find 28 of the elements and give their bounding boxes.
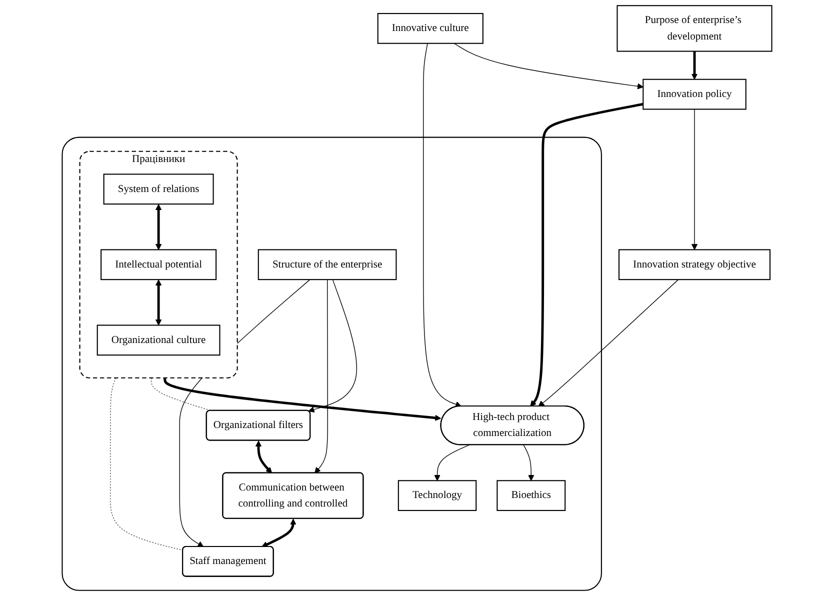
node-box: Organizational culture xyxy=(96,324,220,356)
connector xyxy=(150,378,210,411)
arrow xyxy=(262,518,296,548)
arrow xyxy=(530,102,644,407)
arrow xyxy=(434,444,470,481)
arrow xyxy=(423,43,462,408)
node-box: Structure of the enterprise xyxy=(258,249,397,280)
node-box: System of relations xyxy=(103,174,214,205)
arrow xyxy=(164,378,442,421)
node-box: Technology xyxy=(398,480,477,511)
arrow xyxy=(454,43,644,90)
arrow xyxy=(691,51,698,80)
arrow xyxy=(155,204,162,250)
arrow xyxy=(155,280,162,326)
arrow xyxy=(523,444,534,481)
node-box: Innovation strategy objective xyxy=(618,249,771,280)
arrow xyxy=(314,279,328,474)
arrow xyxy=(538,279,679,407)
cluster xyxy=(62,136,602,591)
node-box: Innovation policy xyxy=(642,78,746,110)
node-box: Purpose of enterprise’s development xyxy=(616,5,772,52)
node-box: Intellectual potential xyxy=(100,249,217,280)
connector xyxy=(110,378,183,551)
arrow xyxy=(691,108,698,250)
node-box: Innovative culture xyxy=(377,13,484,44)
arrow xyxy=(308,279,357,413)
arrow xyxy=(255,440,272,474)
node-box: Bioethics xyxy=(496,480,566,511)
